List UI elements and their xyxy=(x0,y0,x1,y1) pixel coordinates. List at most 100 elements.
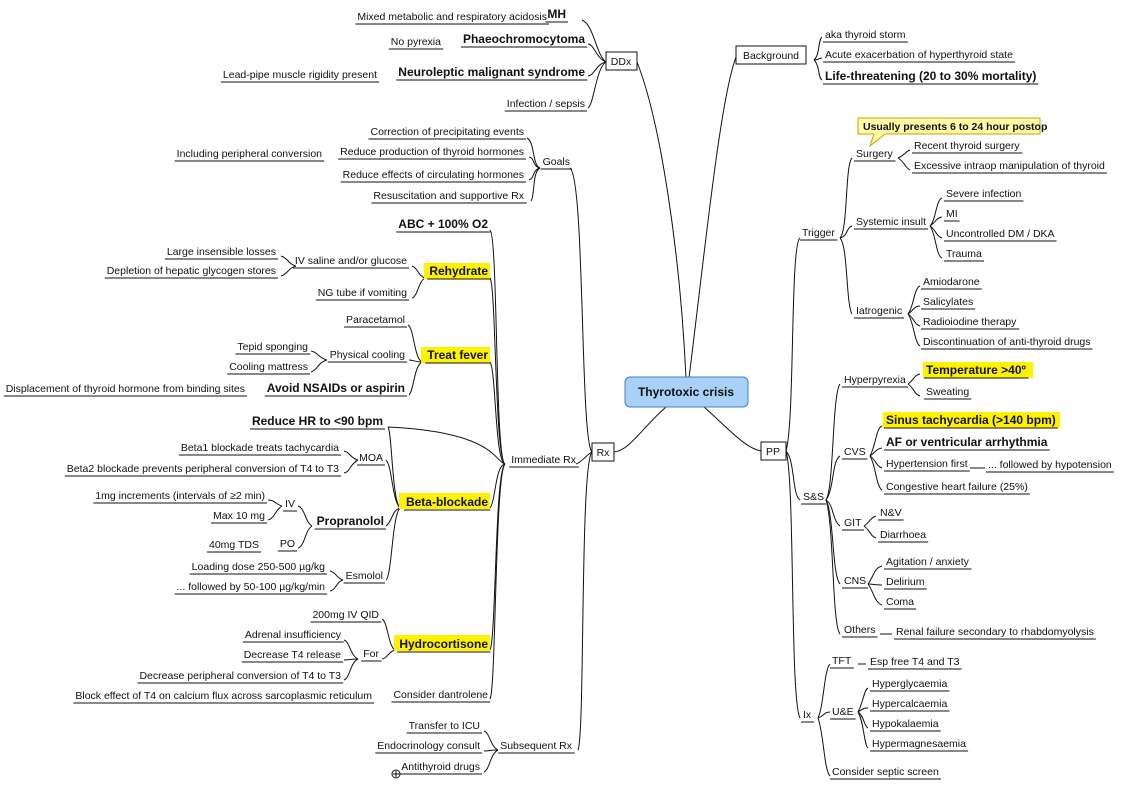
increments-node[interactable]: 1mg increments (intervals of ≥2 min) xyxy=(95,490,265,502)
amiodarone-node[interactable]: Amiodarone xyxy=(923,276,980,288)
ddx-nms-note[interactable]: Lead-pipe muscle rigidity present xyxy=(223,69,377,81)
goal-item-2[interactable]: Reduce production of thyroid hormones xyxy=(340,146,524,158)
ss-node[interactable]: S&S xyxy=(803,491,824,503)
diarrhoea-node[interactable]: Diarrhoea xyxy=(880,529,926,541)
others-node[interactable]: Others xyxy=(844,624,876,636)
trauma-node[interactable]: Trauma xyxy=(946,248,982,260)
goal-conversion-note[interactable]: Including peripheral conversion xyxy=(177,148,322,160)
mattress-node[interactable]: Cooling mattress xyxy=(229,361,308,373)
rehydrate-node[interactable]: Rehydrate xyxy=(429,264,488,278)
max-node[interactable]: Max 10 mg xyxy=(213,510,265,522)
ddx-infection-node[interactable]: Infection / sepsis xyxy=(507,98,585,110)
hydrocortisone-node[interactable]: Hydrocortisone xyxy=(399,637,488,651)
goal-item-3[interactable]: Reduce effects of circulating hormones xyxy=(343,169,524,181)
delirium-node[interactable]: Delirium xyxy=(886,576,925,588)
abc-node[interactable]: ABC + 100% O2 xyxy=(398,217,488,231)
beta1-node[interactable]: Beta1 blockade treats tachycardia xyxy=(181,442,339,454)
ddx-mh-node[interactable]: MH xyxy=(547,7,566,21)
reduce-hr-node[interactable]: Reduce HR to <90 bpm xyxy=(252,414,383,428)
rx-branch[interactable]: Rx xyxy=(591,442,615,462)
chf-node[interactable]: Congestive heart failure (25%) xyxy=(886,481,1028,493)
nsaids-node[interactable]: Avoid NSAIDs or aspirin xyxy=(267,381,405,395)
ng-tube-node[interactable]: NG tube if vomiting xyxy=(318,287,407,299)
qid-node[interactable]: 200mg IV QID xyxy=(312,609,379,621)
git-node[interactable]: GIT xyxy=(844,517,862,529)
infection-node[interactable]: Severe infection xyxy=(946,188,1021,200)
tds-node[interactable]: 40mg TDS xyxy=(209,539,259,551)
agitation-node[interactable]: Agitation / anxiety xyxy=(886,556,970,568)
pp-branch[interactable]: PP xyxy=(760,441,787,461)
immediate-rx-node[interactable]: Immediate Rx xyxy=(511,454,577,466)
central-node[interactable]: Thyrotoxic crisis xyxy=(624,376,749,408)
ddx-nms-node[interactable]: Neuroleptic malignant syndrome xyxy=(398,65,585,79)
calc-node[interactable]: Hypercalcaemia xyxy=(872,698,947,710)
recent-node[interactable]: Recent thyroid surgery xyxy=(914,140,1020,152)
renal-node[interactable]: Renal failure secondary to rhabdomyolysi… xyxy=(896,626,1094,638)
sinus-node[interactable]: Sinus tachycardia (>140 bpm) xyxy=(886,413,1056,427)
mag-node[interactable]: Hypermagnesaemia xyxy=(872,738,966,750)
beta2-node[interactable]: Beta2 blockade prevents peripheral conve… xyxy=(67,463,339,475)
physical-cooling-node[interactable]: Physical cooling xyxy=(330,349,405,361)
ue-node[interactable]: U&E xyxy=(832,706,854,718)
discontinuation-node[interactable]: Discontinuation of anti-thyroid drugs xyxy=(923,336,1091,348)
displacement-node[interactable]: Displacement of thyroid hormone from bin… xyxy=(6,383,245,395)
salicylates-node[interactable]: Salicylates xyxy=(923,296,973,308)
hyperpyrexia-node[interactable]: Hyperpyrexia xyxy=(844,374,906,386)
coma-node[interactable]: Coma xyxy=(886,596,914,608)
t4-release-node[interactable]: Decrease T4 release xyxy=(244,649,341,661)
antithyroid-node[interactable]: Antithyroid drugs xyxy=(401,761,480,773)
systemic-node[interactable]: Systemic insult xyxy=(856,216,926,228)
dm-node[interactable]: Uncontrolled DM / DKA xyxy=(946,228,1055,240)
af-node[interactable]: AF or ventricular arrhythmia xyxy=(886,435,1048,449)
endo-node[interactable]: Endocrinology consult xyxy=(377,740,480,752)
po-node[interactable]: PO xyxy=(280,538,295,550)
cvs-node[interactable]: CVS xyxy=(844,446,866,458)
goal-item-4[interactable]: Resuscitation and supportive Rx xyxy=(373,190,524,202)
iatrogenic-node[interactable]: Iatrogenic xyxy=(856,305,902,317)
kal-node[interactable]: Hypokalaemia xyxy=(872,718,939,730)
radioiodine-node[interactable]: Radioiodine therapy xyxy=(923,316,1017,328)
glyc-node[interactable]: Hyperglycaemia xyxy=(872,678,947,690)
iv-saline-node[interactable]: IV saline and/or glucose xyxy=(295,255,407,267)
tft-node[interactable]: TFT xyxy=(832,655,852,667)
goal-item-1[interactable]: Correction of precipitating events xyxy=(371,126,525,138)
surgery-node[interactable]: Surgery xyxy=(856,148,894,160)
sweating-node[interactable]: Sweating xyxy=(926,386,969,398)
ddx-branch[interactable]: DDx xyxy=(605,51,638,71)
storm-node[interactable]: aka thyroid storm xyxy=(825,29,906,41)
beta-blockade-node[interactable]: Beta-blockade xyxy=(406,495,488,509)
life-node[interactable]: Life-threatening (20 to 30% mortality) xyxy=(825,69,1036,83)
conversion-node[interactable]: Decrease peripheral conversion of T4 to … xyxy=(139,670,341,682)
subsequent-rx-node[interactable]: Subsequent Rx xyxy=(500,740,573,752)
mi-node[interactable]: MI xyxy=(946,208,958,220)
tepid-node[interactable]: Tepid sponging xyxy=(237,341,308,353)
ddx-phaeo-note[interactable]: No pyrexia xyxy=(391,36,441,48)
treat-fever-node[interactable]: Treat fever xyxy=(427,348,488,362)
background-branch[interactable]: Background xyxy=(735,45,807,65)
acute-node[interactable]: Acute exacerbation of hyperthyroid state xyxy=(825,49,1013,61)
ix-node[interactable]: Ix xyxy=(803,709,812,721)
free-node[interactable]: Esp free T4 and T3 xyxy=(870,656,960,668)
goals-node[interactable]: Goals xyxy=(543,156,570,168)
calcium-node[interactable]: Block effect of T4 on calcium flux acros… xyxy=(75,690,372,702)
loading-node[interactable]: Loading dose 250-500 µg/kg xyxy=(192,561,325,573)
htn-node[interactable]: Hypertension first xyxy=(886,458,968,470)
for-node[interactable]: For xyxy=(363,648,379,660)
hypotension-node[interactable]: ... followed by hypotension xyxy=(988,459,1112,471)
followed-node[interactable]: ... followed by 50-100 µg/kg/min xyxy=(177,581,326,593)
iv-node[interactable]: IV xyxy=(285,498,295,510)
icu-node[interactable]: Transfer to ICU xyxy=(409,720,480,732)
paracetamol-node[interactable]: Paracetamol xyxy=(346,314,405,326)
ddx-phaeo-node[interactable]: Phaeochromocytoma xyxy=(463,32,585,46)
nv-node[interactable]: N&V xyxy=(880,507,902,519)
excessive-node[interactable]: Excessive intraop manipulation of thyroi… xyxy=(914,160,1105,172)
moa-node[interactable]: MOA xyxy=(359,452,383,464)
losses-node[interactable]: Large insensible losses xyxy=(167,246,276,258)
dantrolene-node[interactable]: Consider dantrolene xyxy=(393,689,488,701)
temperature-node[interactable]: Temperature >40º xyxy=(926,363,1026,377)
ddx-mh-note[interactable]: Mixed metabolic and respiratory acidosis xyxy=(357,11,547,23)
cns-node[interactable]: CNS xyxy=(844,575,866,587)
expand-icon[interactable] xyxy=(391,769,401,779)
adrenal-node[interactable]: Adrenal insufficiency xyxy=(245,629,342,641)
trigger-node[interactable]: Trigger xyxy=(802,227,835,239)
